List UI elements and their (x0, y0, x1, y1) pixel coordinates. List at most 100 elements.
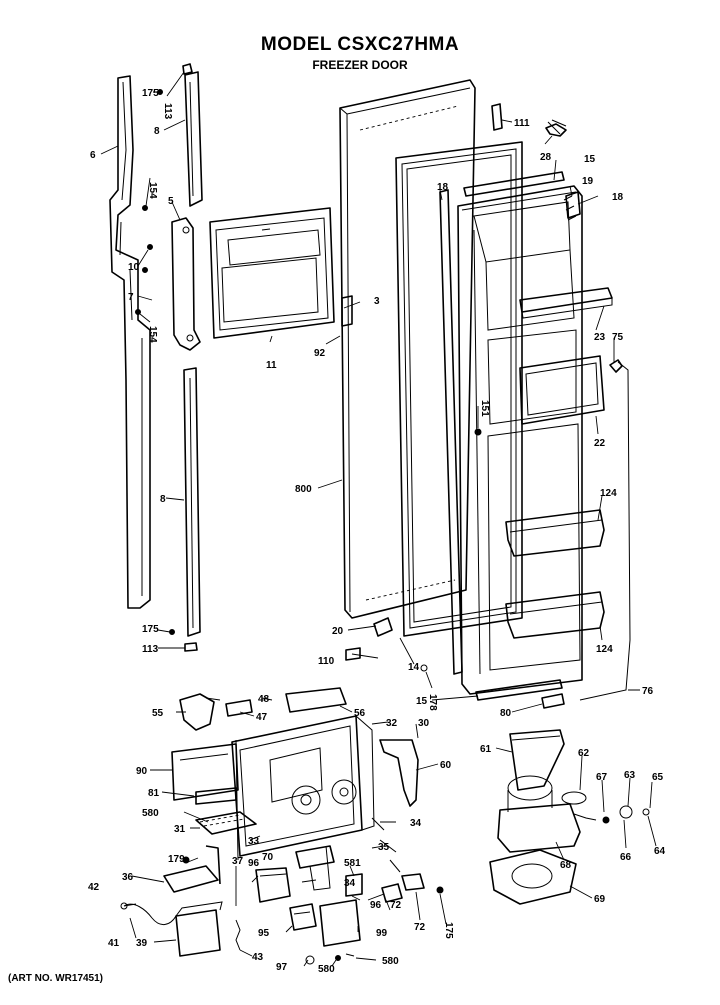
drip-tray (195, 811, 257, 835)
callout-label: 15 (416, 696, 428, 707)
callout-label: 113 (162, 103, 173, 120)
callout-label: 95 (258, 928, 270, 939)
callout-label: 8 (160, 494, 166, 505)
callout-label: 80 (500, 708, 512, 719)
callout-label: 113 (142, 644, 159, 655)
switch-95 (289, 903, 317, 931)
callout-label: 72 (390, 900, 402, 911)
callout-label: 56 (354, 708, 366, 719)
callout-label: 66 (620, 852, 632, 863)
callout-label: 800 (295, 484, 312, 495)
door-outer-panel (339, 79, 476, 619)
callout-label: 81 (148, 788, 160, 799)
callout-label: 96 (248, 858, 260, 869)
callout-label: 11 (266, 360, 277, 371)
callout-label: 22 (594, 438, 606, 449)
callout-label: 18 (437, 182, 449, 193)
callout-label: 34 (344, 878, 356, 889)
misc-fasteners-mid (345, 428, 565, 709)
callout-label: 31 (174, 824, 186, 835)
callout-label: 175 (142, 624, 159, 635)
callout-label: 154 (147, 182, 158, 199)
callout-label: 76 (642, 686, 654, 697)
callout-label: 110 (318, 656, 335, 667)
dispenser-cover-22 (519, 355, 605, 425)
art-number: (ART NO. WR17451) (8, 973, 104, 984)
callout-label: 28 (540, 152, 552, 163)
control-box-99 (319, 899, 361, 947)
diagram-subtitle: FREEZER DOOR (312, 58, 408, 72)
door-trim-upper (184, 71, 203, 207)
callout-label: 96 (370, 900, 382, 911)
callout-label: 124 (596, 644, 613, 655)
callout-label: 55 (152, 708, 164, 719)
callout-label: 14 (408, 662, 420, 673)
top-right-parts (463, 103, 631, 701)
callout-label: 36 (122, 872, 134, 883)
callout-label: 7 (128, 292, 134, 303)
upper-linkage-parts (179, 687, 347, 731)
callout-label: 6 (90, 150, 96, 161)
callout-label: 92 (314, 348, 326, 359)
callout-label: 3 (374, 296, 380, 307)
callout-label: 580 (382, 956, 399, 967)
dispenser-plate (171, 743, 239, 805)
callout-label: 41 (108, 938, 120, 949)
callout-label: 64 (654, 846, 666, 857)
callout-label: 23 (594, 332, 606, 343)
chute-seal-62 (561, 791, 587, 805)
callout-label: 37 (232, 856, 244, 867)
callout-label: 63 (624, 770, 636, 781)
callout-label: 97 (276, 962, 288, 973)
callout-label: 8 (154, 126, 160, 137)
dispenser-frame (209, 207, 335, 339)
callout-label: 178 (427, 694, 438, 711)
callout-label: 48 (258, 694, 270, 705)
callout-label: 75 (612, 332, 624, 343)
callout-label: 124 (600, 488, 617, 499)
leader-lines (100, 71, 657, 967)
callout-label: 179 (168, 854, 185, 865)
callout-label: 10 (128, 262, 140, 273)
callout-label: 65 (652, 772, 664, 783)
callout-label: 33 (248, 836, 260, 847)
door-gasket (395, 141, 523, 637)
callout-label: 68 (560, 860, 572, 871)
callout-label: 30 (418, 718, 430, 729)
lower-fasteners (305, 953, 355, 965)
motor-bracket-69 (489, 849, 577, 905)
door-trim-long (109, 75, 151, 609)
door-shelf-lower-124 (505, 591, 605, 639)
callout-label: 99 (376, 928, 388, 939)
callout-label: 19 (582, 176, 594, 187)
motor-assembly (497, 775, 581, 853)
callout-label: 581 (344, 858, 361, 869)
door-shelf-upper-124 (505, 509, 605, 557)
callout-label: 18 (612, 192, 624, 203)
callout-label: 34 (410, 818, 422, 829)
actuator-lever (379, 739, 419, 807)
callout-label: 580 (318, 964, 335, 975)
door-liner (457, 185, 583, 695)
callout-labels: 175 113 8 6 154 5 10 7 154 11 3 92 800 8… (88, 88, 666, 975)
callout-label: 90 (136, 766, 148, 777)
callout-label: 15 (584, 154, 596, 165)
callout-label: 70 (262, 852, 274, 863)
lower-switch-parts (163, 817, 444, 903)
callout-label: 32 (386, 718, 398, 729)
callout-label: 67 (596, 772, 608, 783)
callout-label: 69 (594, 894, 606, 905)
spring-43 (235, 919, 241, 951)
door-trim-lower (183, 367, 201, 637)
callout-label: 20 (332, 626, 344, 637)
wire-harness-42 (120, 902, 177, 925)
callout-label: 61 (480, 744, 492, 755)
callout-label: 580 (142, 808, 159, 819)
hinge-bracket (171, 217, 201, 351)
callout-label: 72 (414, 922, 426, 933)
solenoid-39 (175, 901, 223, 957)
callout-label: 42 (88, 882, 100, 893)
callout-label: 154 (147, 326, 158, 343)
small-right-parts (573, 805, 650, 824)
